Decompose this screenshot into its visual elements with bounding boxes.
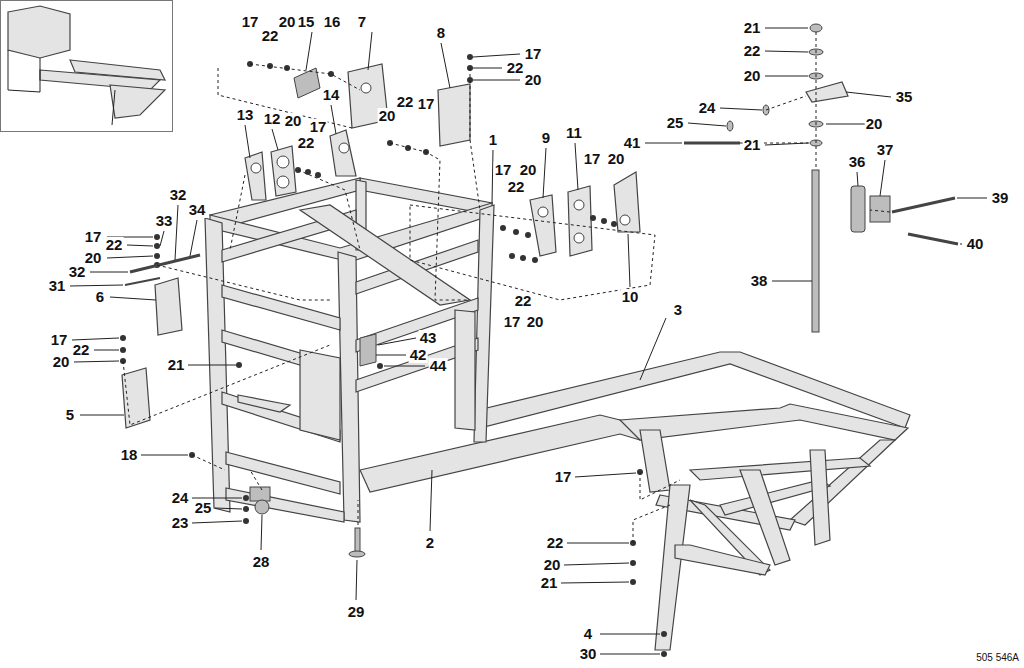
callout-number: 17 [417,96,436,112]
callout-number: 42 [409,347,428,363]
callout-number: 20 [743,68,762,84]
callout-number: 20 [284,113,303,129]
callout-number: 17 [50,332,69,348]
callout-number: 24 [171,490,190,506]
callout-number: 44 [429,358,448,374]
callout-number: 1 [488,132,498,148]
callout-number: 24 [698,100,717,116]
callout-number: 3 [673,302,683,318]
callout-number: 17 [494,162,513,178]
callout-number: 22 [514,293,533,309]
callout-number: 43 [419,330,438,346]
callout-number: 34 [188,202,207,218]
callout-number: 20 [865,116,884,132]
callout-number: 21 [167,357,186,373]
callout-number: 4 [583,626,593,642]
callout-number: 18 [120,447,139,463]
callout-number: 14 [322,87,341,103]
callout-number: 20 [278,14,297,30]
callout-number: 40 [966,236,985,252]
callout-number: 28 [252,554,271,570]
callout-number: 21 [540,575,559,591]
callout-number: 22 [105,237,124,253]
callout-number: 17 [554,469,573,485]
callout-number: 17 [524,46,543,62]
drawing-number: 505 546A [975,650,1020,666]
callout-number: 37 [876,142,895,158]
callout-number: 30 [579,646,598,662]
callout-number: 23 [171,515,190,531]
callout-number: 22 [72,342,91,358]
callout-number: 17 [84,229,103,245]
callout-number: 22 [546,535,565,551]
callout-number: 6 [95,289,105,305]
callout-number: 20 [519,162,538,178]
callout-number: 20 [378,108,397,124]
callout-number: 20 [607,151,626,167]
callout-number: 16 [323,14,342,30]
callout-number: 31 [48,278,67,294]
callout-number: 32 [68,264,87,280]
callout-number: 8 [436,25,446,41]
callout-number: 20 [524,72,543,88]
callout-number: 22 [396,94,415,110]
callout-number: 29 [347,604,366,620]
callout-number: 39 [991,190,1010,206]
callout-number: 17 [583,151,602,167]
callout-number: 15 [297,14,316,30]
callout-number: 36 [848,154,867,170]
callout-number: 17 [241,14,260,30]
callout-number: 21 [743,137,762,153]
callout-number: 20 [543,557,562,573]
callout-number: 11 [565,125,583,141]
callout-number: 22 [261,28,280,44]
callout-number: 33 [155,213,174,229]
callout-number: 17 [503,314,522,330]
callout-number: 25 [194,500,213,516]
callout-number: 20 [84,250,103,266]
callout-number: 35 [895,89,914,105]
callout-number: 12 [263,111,282,127]
callout-number: 17 [309,119,328,135]
callout-number: 22 [506,60,525,76]
callout-number: 20 [526,314,545,330]
callout-number: 2 [425,535,435,551]
callout-number: 20 [52,354,71,370]
callout-number: 22 [743,43,762,59]
callout-number: 38 [750,273,769,289]
callout-number: 5 [65,407,75,423]
callout-number: 21 [743,20,762,36]
callout-number: 22 [507,179,526,195]
callout-number: 25 [666,115,685,131]
callout-number: 22 [297,135,316,151]
callout-number: 13 [236,107,255,123]
callout-number: 41 [623,135,642,151]
callout-number: 10 [621,289,640,305]
callout-number: 9 [541,130,551,146]
callout-number: 32 [169,187,188,203]
callout-number: 7 [357,14,367,30]
